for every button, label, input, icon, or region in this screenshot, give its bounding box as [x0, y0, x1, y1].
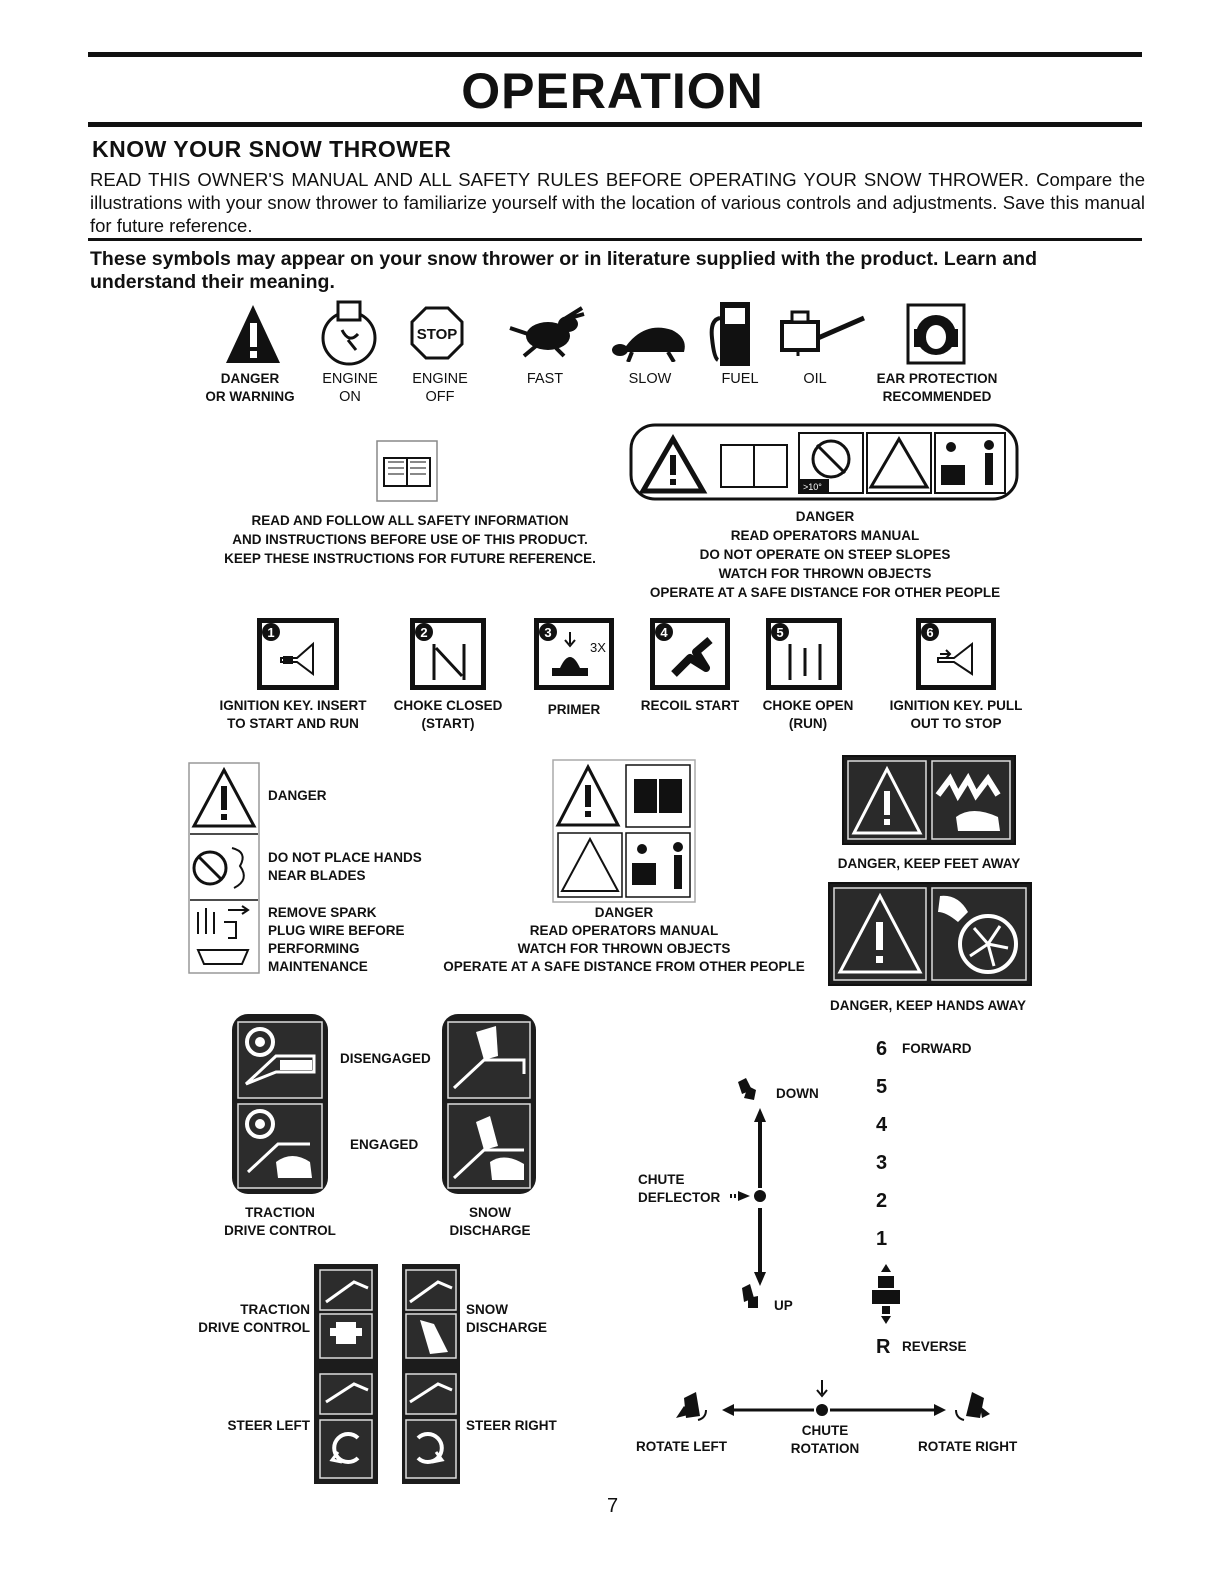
step-6-ignition-pull-icon: 6: [916, 618, 996, 690]
label-step-2: CHOKE CLOSED(START): [393, 698, 503, 731]
label-step-3: PRIMER: [547, 702, 601, 717]
machine-forward-reverse-icon: [872, 1264, 900, 1324]
stop-text: STOP: [417, 326, 458, 343]
top-rule: [88, 52, 1142, 57]
gear-1: 1: [876, 1228, 888, 1250]
label-keep-feet-away: DANGER, KEEP FEET AWAY: [837, 856, 1021, 871]
gear-3: 3: [876, 1152, 888, 1174]
chute-rotation-diagram: [676, 1380, 990, 1421]
label-fast: FAST: [526, 371, 564, 387]
deflector-pointer-icon: [730, 1191, 750, 1201]
svg-text:5: 5: [776, 625, 783, 640]
label-slow: SLOW: [628, 371, 672, 387]
read-manual-icon: [376, 440, 438, 502]
label-down: DOWN: [776, 1086, 819, 1101]
fast-rabbit-icon: [509, 306, 585, 358]
svg-text:4: 4: [660, 625, 668, 640]
svg-text:6: 6: [926, 625, 933, 640]
step-3-primer-icon: 3 3X: [534, 618, 614, 690]
right-handle-decal: [402, 1264, 460, 1484]
label-rotate-right: ROTATE RIGHT: [918, 1439, 1018, 1454]
label-up: UP: [774, 1298, 793, 1313]
danger-decal-strip: >10°: [629, 423, 1019, 501]
step-5-choke-open-icon: 5: [766, 618, 842, 690]
title-rule: [88, 122, 1142, 127]
page-number: 7: [606, 1495, 619, 1517]
gear-r: R: [876, 1336, 891, 1358]
gear-5: 5: [876, 1076, 888, 1098]
slow-turtle-icon: [612, 327, 685, 362]
section-title: KNOW YOUR SNOW THROWER: [92, 136, 452, 162]
label-rotate-left: ROTATE LEFT: [636, 1439, 727, 1454]
svg-text:1: 1: [267, 625, 274, 640]
label-keep-hands-away: DANGER, KEEP HANDS AWAY: [829, 998, 1027, 1013]
oil-can-icon: [780, 310, 865, 356]
center-danger-decal: [552, 759, 696, 903]
label-forward: FORWARD: [902, 1041, 972, 1056]
keep-hands-away-decal: [828, 882, 1032, 986]
snow-discharge-control-icon: [442, 1014, 536, 1194]
label-steer-right: STEER RIGHT: [466, 1418, 557, 1433]
engine-on-icon: [321, 300, 377, 366]
symbols-heading: These symbols may appear on your snow th…: [90, 248, 1037, 293]
engine-off-stop-icon: STOP: [410, 306, 464, 360]
left-handle-decal: [314, 1264, 378, 1484]
label-steer-left: STEER LEFT: [227, 1418, 310, 1433]
step-2-choke-closed-icon: 2: [410, 618, 486, 690]
label-blade-danger: DANGER: [268, 788, 327, 803]
step-1-ignition-insert-icon: 1: [257, 618, 339, 690]
page-title: OPERATION: [461, 63, 764, 119]
label-step-5: CHOKE OPEN(RUN): [762, 698, 854, 731]
keep-feet-away-decal: [842, 755, 1016, 845]
fuel-pump-icon: [709, 302, 750, 366]
label-oil: OIL: [803, 371, 827, 387]
svg-text:2: 2: [420, 625, 427, 640]
traction-control-icon: [232, 1014, 328, 1194]
danger-warning-icon: [226, 305, 280, 363]
ear-protection-icon: [906, 303, 966, 365]
slope-text: >10°: [803, 482, 822, 492]
section-rule: [88, 238, 1142, 241]
gear-2: 2: [876, 1190, 888, 1212]
label-fuel: FUEL: [721, 371, 759, 387]
blade-danger-decal: [188, 762, 260, 974]
label-disengaged: DISENGAGED: [340, 1051, 431, 1066]
label-engaged: ENGAGED: [350, 1137, 419, 1152]
chute-deflector-diagram: [738, 1078, 766, 1308]
intro-paragraph: READ THIS OWNER'S MANUAL AND ALL SAFETY …: [90, 169, 1145, 236]
step-4-recoil-start-icon: 4: [650, 618, 730, 690]
gear-4: 4: [876, 1114, 888, 1136]
svg-text:3: 3: [544, 625, 551, 640]
label-reverse: REVERSE: [902, 1339, 967, 1354]
gear-6: 6: [876, 1038, 888, 1060]
label-step-4: RECOIL START: [640, 698, 740, 713]
svg-text:3X: 3X: [590, 640, 606, 655]
